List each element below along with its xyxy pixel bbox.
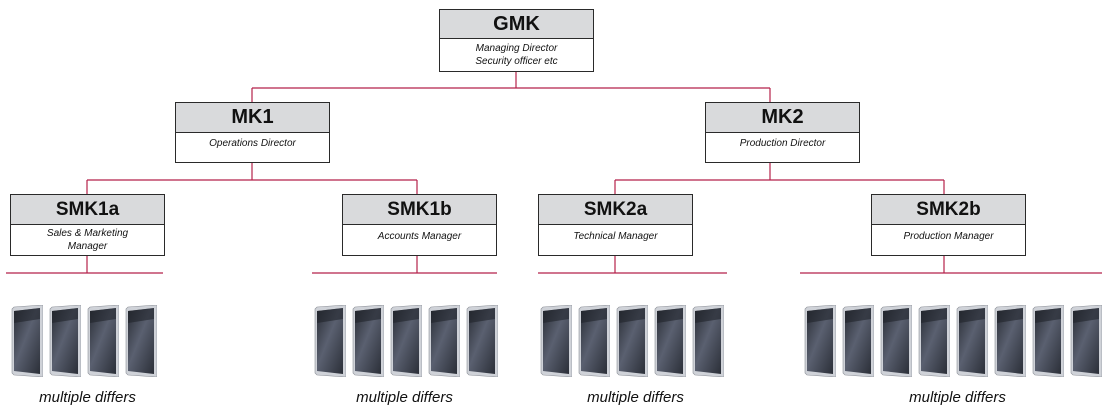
- node-title: MK2: [706, 103, 859, 133]
- door-key-icon: [1032, 305, 1064, 377]
- door-key-icon: [314, 305, 346, 377]
- node-subtitle: Production Director: [739, 138, 826, 149]
- door-key-icon: [880, 305, 912, 377]
- door-key-icon: [918, 305, 950, 377]
- door-key-icon: [956, 305, 988, 377]
- node-subtitle: Sales & Marketing Manager: [11, 225, 164, 253]
- node-gmk: GMK Managing Director Security officer e…: [439, 9, 594, 72]
- node-subtitle: Operations Director: [209, 138, 296, 149]
- door-key-icon: [1070, 305, 1102, 377]
- node-subtitle-line: Manager: [67, 241, 108, 252]
- node-subtitle: Managing Director Security officer etc: [440, 39, 593, 68]
- node-smk1a: SMK1a Sales & Marketing Manager: [10, 194, 165, 256]
- node-title: SMK2b: [872, 195, 1025, 225]
- door-key-icon: [692, 305, 724, 377]
- door-key-icon: [87, 305, 119, 377]
- door-key-icon: [578, 305, 610, 377]
- door-key-icon: [804, 305, 836, 377]
- door-key-icon: [842, 305, 874, 377]
- door-key-icon: [994, 305, 1026, 377]
- group-caption: multiple differs: [587, 389, 684, 406]
- node-title: GMK: [440, 10, 593, 39]
- group-caption: multiple differs: [356, 389, 453, 406]
- node-subtitle-line: Production Manager: [903, 231, 994, 242]
- door-key-icon: [390, 305, 422, 377]
- node-subtitle: Accounts Manager: [343, 225, 496, 243]
- door-key-icon: [428, 305, 460, 377]
- door-key-icon: [616, 305, 648, 377]
- node-subtitle: Production Manager: [872, 225, 1025, 243]
- node-title: SMK1a: [11, 195, 164, 225]
- node-subtitle: Technical Manager: [539, 225, 692, 243]
- group-caption: multiple differs: [39, 389, 136, 406]
- node-subtitle-line: Managing Director: [475, 43, 558, 54]
- node-title: SMK1b: [343, 195, 496, 225]
- node-subtitle-line: Accounts Manager: [377, 231, 462, 242]
- node-subtitle-line: Sales & Marketing: [46, 228, 129, 239]
- door-key-icon: [125, 305, 157, 377]
- node-subtitle-line: Security officer etc: [475, 56, 558, 67]
- door-key-icon: [540, 305, 572, 377]
- node-mk1: MK1 Operations Director: [175, 102, 330, 163]
- door-key-icon: [11, 305, 43, 377]
- group-caption: multiple differs: [909, 389, 1006, 406]
- door-key-icon: [466, 305, 498, 377]
- door-key-icon: [654, 305, 686, 377]
- door-key-icon: [49, 305, 81, 377]
- node-smk2b: SMK2b Production Manager: [871, 194, 1026, 256]
- door-key-icon: [352, 305, 384, 377]
- node-mk2: MK2 Production Director: [705, 102, 860, 163]
- node-smk1b: SMK1b Accounts Manager: [342, 194, 497, 256]
- node-title: MK1: [176, 103, 329, 133]
- node-title: SMK2a: [539, 195, 692, 225]
- node-smk2a: SMK2a Technical Manager: [538, 194, 693, 256]
- node-subtitle-line: Technical Manager: [573, 231, 658, 242]
